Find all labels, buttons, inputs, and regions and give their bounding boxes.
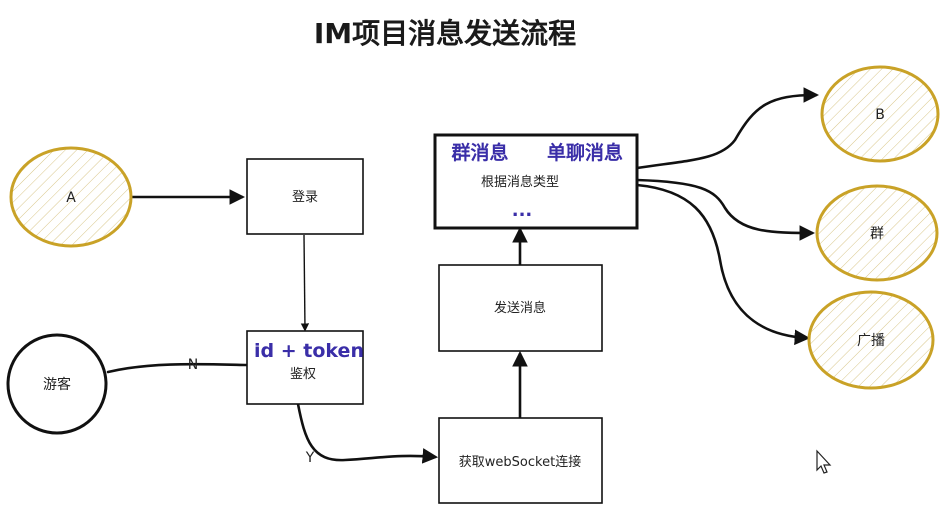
node-get-connection: 获取webSocket连接	[438, 417, 603, 504]
node-group-label: 群	[870, 226, 884, 242]
node-b: B	[820, 65, 940, 163]
edge-guest-to-auth	[106, 362, 249, 374]
group-message-label: 群消息	[450, 141, 508, 164]
node-message-type: 群消息 单聊消息 根据消息类型 ...	[433, 133, 639, 230]
node-login: 登录	[246, 158, 364, 235]
node-login-label: 登录	[292, 190, 318, 205]
node-message-type-label: 根据消息类型	[481, 174, 559, 190]
edge-type-to-group	[635, 178, 816, 241]
node-b-label: B	[875, 107, 885, 123]
auth-note: id + token	[254, 340, 364, 362]
node-guest-label: 游客	[43, 376, 71, 393]
node-a: A	[9, 146, 133, 248]
edge-label-yes: Y	[305, 450, 315, 466]
node-broadcast-label: 广播	[857, 333, 885, 349]
node-auth-label: 鉴权	[290, 366, 316, 382]
diagram-title: IM项目消息发送流程	[314, 17, 576, 50]
mouse-cursor-icon	[816, 449, 832, 474]
more-types-label: ...	[512, 200, 533, 221]
node-send-message: 发送消息	[438, 264, 603, 352]
node-broadcast: 广播	[807, 290, 935, 390]
node-auth: id + token 鉴权	[246, 330, 364, 405]
edges	[106, 87, 820, 464]
edge-login-to-auth	[300, 234, 310, 332]
node-get-connection-label: 获取webSocket连接	[459, 454, 581, 470]
edge-auth-to-connection	[296, 402, 439, 464]
node-send-message-label: 发送消息	[494, 300, 546, 316]
edge-label-no: N	[188, 357, 198, 373]
edge-type-to-broadcast	[635, 183, 811, 346]
node-group: 群	[815, 184, 939, 282]
node-guest: 游客	[6, 333, 108, 435]
edge-type-to-b	[635, 87, 820, 170]
single-message-label: 单聊消息	[547, 141, 623, 164]
node-a-label: A	[66, 190, 76, 206]
